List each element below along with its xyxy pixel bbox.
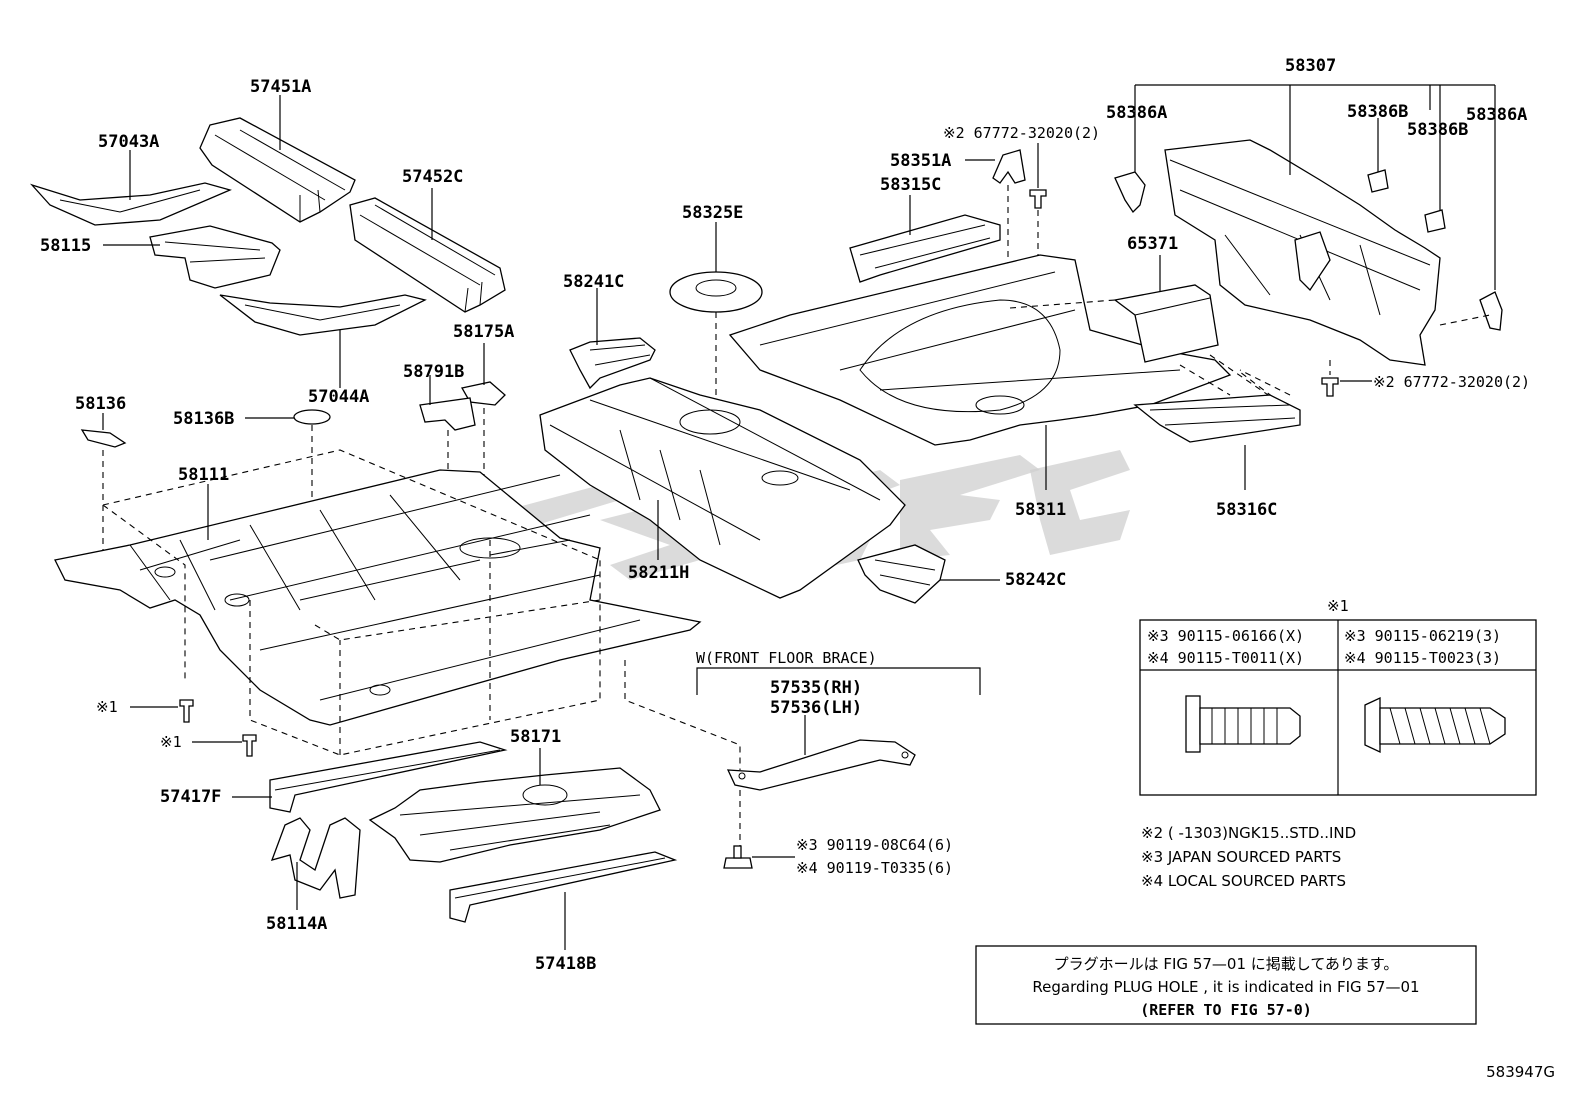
part-58315C	[849, 195, 1001, 283]
part-57044A	[219, 294, 427, 388]
brace-group-bracket	[696, 667, 981, 695]
part-57452C	[349, 188, 506, 313]
label-58136B: 58136B	[173, 409, 234, 429]
label-brace-group: W(FRONT FLOOR BRACE)	[696, 649, 877, 667]
label-57452C: 57452C	[402, 167, 463, 187]
legend-table	[1139, 619, 1537, 796]
part-57418B	[449, 851, 678, 950]
legend-col1-line1: ※3 90115-06166(X)	[1147, 627, 1304, 645]
label-58241C: 58241C	[563, 272, 624, 292]
label-58386B-2: 58386B	[1407, 120, 1468, 140]
label-57418B: 57418B	[535, 954, 596, 974]
label-65371: 65371	[1127, 234, 1178, 254]
label-57535: 57535(RH)	[770, 678, 862, 698]
label-58307: 58307	[1285, 56, 1336, 76]
label-58211H: 58211H	[628, 563, 689, 583]
label-58175A: 58175A	[453, 322, 514, 342]
part-57417F	[232, 741, 508, 813]
label-57044A: 57044A	[308, 387, 369, 407]
part-58386A-left	[1114, 118, 1146, 214]
part-58211H	[539, 377, 906, 599]
part-58111	[54, 469, 702, 726]
part-58325E	[669, 222, 763, 415]
label-58386A-right: 58386A	[1466, 105, 1527, 125]
label-brace-bolt-local: ※4 90119-T0335(6)	[796, 859, 953, 877]
legend-title: ※1	[1327, 597, 1349, 615]
part-58114A	[270, 817, 361, 910]
label-58315C: 58315C	[880, 175, 941, 195]
label-bolt-1a: ※1	[96, 698, 118, 716]
label-58114A: 58114A	[266, 914, 327, 934]
info-line-refer: (REFER TO FIG 57-0)	[1140, 1001, 1312, 1019]
legend-col2-line1: ※3 90115-06219(3)	[1344, 627, 1501, 645]
brace-bolt	[723, 845, 795, 869]
part-57451A	[199, 95, 356, 223]
part-58386B-1	[1367, 118, 1389, 193]
label-58171: 58171	[510, 727, 561, 747]
note-2: ※2 ( -1303)NGK15..STD..IND	[1141, 824, 1356, 842]
part-58386B-2	[1424, 209, 1446, 233]
label-58242C: 58242C	[1005, 570, 1066, 590]
info-line-jp: プラグホールは FIG 57—01 に掲載してあります。	[1054, 955, 1399, 973]
legend-col2-line2: ※4 90115-T0023(3)	[1344, 649, 1501, 667]
clip-right	[1321, 360, 1372, 397]
part-65371	[1009, 255, 1291, 411]
label-57043A: 57043A	[98, 132, 159, 152]
label-clip-top: ※2 67772-32020(2)	[943, 124, 1100, 142]
label-bolt-1b: ※1	[160, 733, 182, 751]
diagram-id: 583947G	[1486, 1063, 1555, 1081]
dash-58386A-right	[1439, 314, 1491, 326]
bolt-1a	[130, 699, 194, 723]
label-58325E: 58325E	[682, 203, 743, 223]
label-58115: 58115	[40, 236, 91, 256]
info-box	[975, 945, 1477, 1025]
part-58307	[1164, 139, 1441, 366]
note-3: ※3 JAPAN SOURCED PARTS	[1141, 848, 1341, 866]
label-58386B-1: 58386B	[1347, 102, 1408, 122]
part-58316C	[1133, 364, 1301, 490]
bolt-1b	[192, 734, 257, 757]
label-58351A: 58351A	[890, 151, 951, 171]
note-4: ※4 LOCAL SOURCED PARTS	[1141, 872, 1346, 890]
label-58791B: 58791B	[403, 362, 464, 382]
part-58241C	[569, 288, 656, 390]
part-58171	[368, 748, 661, 863]
label-57417F: 57417F	[160, 787, 221, 807]
part-58242C	[857, 544, 1000, 604]
label-58136: 58136	[75, 394, 126, 414]
label-57451A: 57451A	[250, 77, 311, 97]
label-58111: 58111	[178, 465, 229, 485]
label-clip-right: ※2 67772-32020(2)	[1373, 373, 1530, 391]
part-58386A-right	[1479, 291, 1503, 331]
part-58791B	[419, 375, 476, 640]
label-57536: 57536(LH)	[770, 698, 862, 718]
legend-col1-line2: ※4 90115-T0011(X)	[1147, 649, 1304, 667]
label-58311: 58311	[1015, 500, 1066, 520]
bolt-short-icon	[1185, 695, 1301, 753]
part-58136	[80, 413, 127, 560]
floor-dashed-frame	[102, 449, 601, 756]
info-line-en: Regarding PLUG HOLE , it is indicated in…	[1032, 978, 1419, 996]
part-57043A	[29, 150, 232, 226]
part-57535-brace	[624, 660, 916, 850]
label-58386A-left: 58386A	[1106, 103, 1167, 123]
label-58316C: 58316C	[1216, 500, 1277, 520]
bolt-long-icon	[1364, 696, 1506, 754]
part-58115	[103, 225, 281, 289]
label-brace-bolt-jp: ※3 90119-08C64(6)	[796, 836, 953, 854]
leader-58307	[1134, 84, 1496, 290]
